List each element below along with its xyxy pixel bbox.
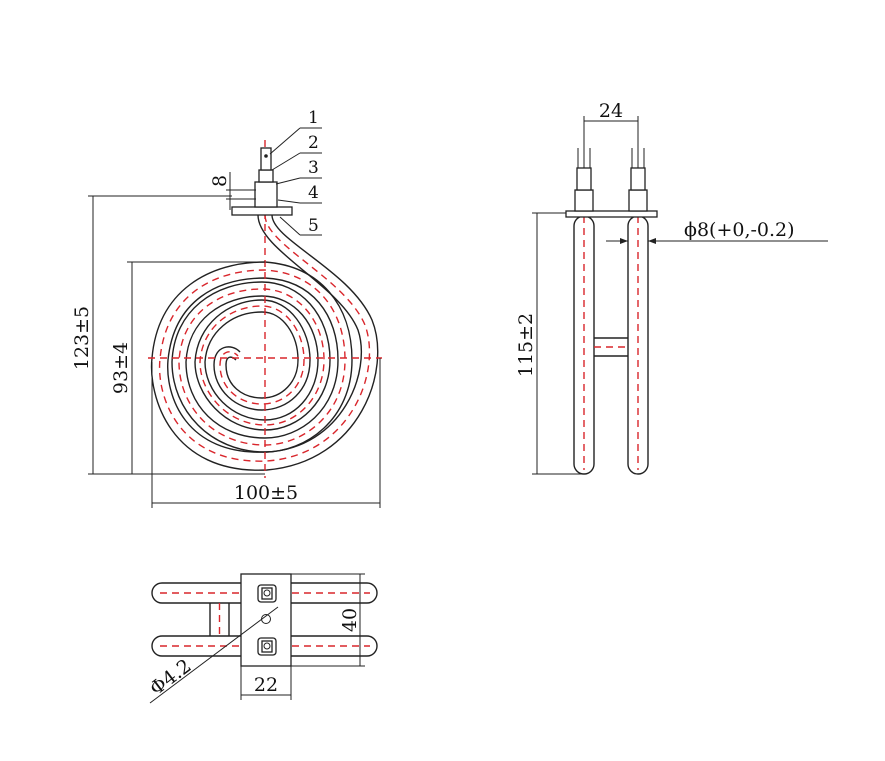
flange [231,206,293,216]
dim-tube-diameter-label: ϕ8(+0,-0.2) [684,219,795,241]
dim-overall-height [88,195,265,475]
dim-coil-width-label: 100±5 [234,482,298,504]
dim-terminal-spacing [583,116,639,150]
spiral-tube-inner [167,214,362,453]
dim-terminal-spacing-label: 24 [599,100,623,122]
side-flange [565,210,658,218]
bottom-terminal-upper [257,584,277,603]
spiral-tube-outer [150,214,379,471]
dim-hole-diameter-label: Φ4.2 [146,655,196,700]
terminal-hole [264,154,268,158]
side-view: 24 ϕ8(+0,-0.2) 115±2 [515,100,828,475]
bottom-view: 40 22 Φ4.2 [146,573,378,704]
terminal-body [254,181,278,208]
callout-4: 4 [308,183,319,203]
terminal-collar [258,169,274,183]
dim-tube-diameter [606,238,828,244]
dim-terminal-height [226,172,256,210]
dim-bracket-width [240,666,292,700]
callout-3: 3 [308,158,319,178]
callout-leaders [269,127,322,236]
callout-5: 5 [308,216,319,236]
front-view: 1 2 3 4 5 8 123±5 93±4 100± [71,108,382,508]
dim-overall-height-label: 123±5 [71,306,93,370]
dim-side-height-label: 115±2 [515,313,537,377]
dim-coil-width [151,358,381,508]
dim-coil-diameter-label: 93±4 [110,342,132,394]
dim-bracket-height-label: 40 [339,608,361,632]
callout-2: 2 [308,133,319,153]
side-terminal-right-body [628,189,648,212]
dim-side-height [532,212,584,475]
bottom-terminal-lower [257,637,277,656]
spiral-centerline [158,214,371,462]
dim-coil-diameter [127,261,265,474]
dim-bracket-width-label: 22 [254,674,278,696]
side-terminal-left-body [574,189,594,212]
terminal-tab [260,147,272,171]
dim-hole-leader [149,606,279,704]
callout-1: 1 [308,108,319,128]
dim-terminal-height-label: 8 [209,175,231,187]
